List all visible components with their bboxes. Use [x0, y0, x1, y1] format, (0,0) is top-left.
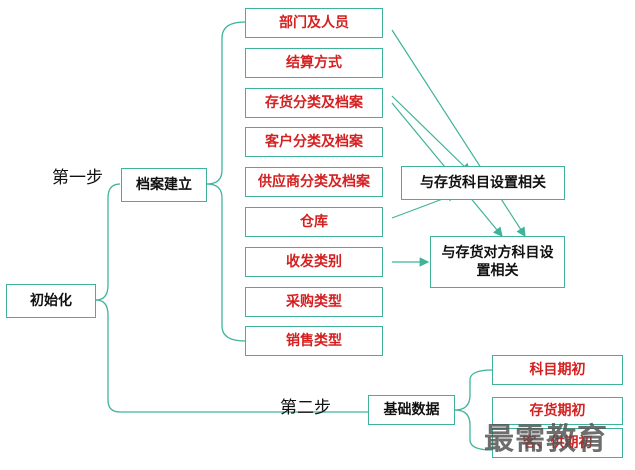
- arrow-dept: [391, 29, 526, 238]
- related-node-2: 与存货对方科目设置相关: [430, 236, 565, 288]
- basic-brace-down: [454, 409, 493, 451]
- archive-item: 供应商分类及档案: [245, 167, 383, 197]
- step2-label: 第二步: [280, 398, 331, 418]
- archive-item: 结算方式: [245, 48, 383, 78]
- basic-item: 存货期初: [492, 397, 623, 425]
- archive-item: 销售类型: [245, 326, 383, 356]
- watermark: 最需教育: [484, 422, 608, 457]
- archive-brace-down: [206, 183, 246, 342]
- archive-item: 存货分类及档案: [245, 88, 383, 118]
- archive-item: 部门及人员: [245, 8, 383, 38]
- root-node: 初始化: [6, 284, 96, 318]
- root-brace: [95, 183, 121, 301]
- archive-brace: [206, 21, 246, 185]
- archive-item: 采购类型: [245, 287, 383, 317]
- root-brace-lower: [95, 299, 368, 413]
- basic-item: 客、供期初: [492, 428, 623, 458]
- arrow-inventory-1: [391, 95, 471, 173]
- related-node-1: 与存货科目设置相关: [401, 166, 565, 200]
- step1-label: 第一步: [52, 168, 103, 188]
- basic-brace: [454, 369, 493, 411]
- archive-item: 客户分类及档案: [245, 127, 383, 157]
- archive-item: 仓库: [245, 207, 383, 237]
- archive-item: 收发类别: [245, 247, 383, 277]
- archive-node: 档案建立: [121, 168, 207, 202]
- basic-item: 科目期初: [492, 355, 623, 385]
- basic-node: 基础数据: [368, 395, 455, 425]
